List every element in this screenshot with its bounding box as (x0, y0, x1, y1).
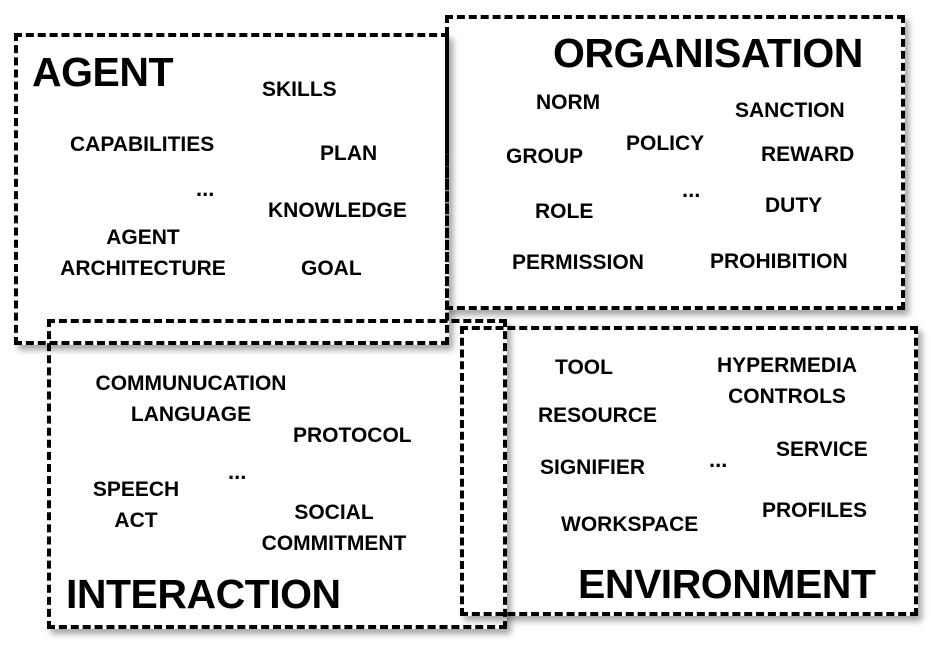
organisation-term-reward: REWARD (761, 143, 855, 166)
organisation-term-norm: NORM (536, 91, 601, 114)
organisation-term-policy: POLICY (626, 132, 705, 155)
organisation-box (445, 15, 905, 310)
environment-term-hypermedia-controls: HYPERMEDIA CONTROLS (705, 350, 869, 412)
interaction-term-protocol: PROTOCOL (293, 424, 412, 447)
agent-term-knowledge: KNOWLEDGE (268, 199, 407, 222)
agent-term-skills: SKILLS (262, 78, 337, 101)
environment-term-resource: RESOURCE (538, 404, 658, 427)
organisation-term-permission: PERMISSION (512, 251, 644, 274)
hypermedia-line2: CONTROLS (728, 385, 846, 408)
environment-term-tool: TOOL (555, 356, 613, 379)
environment-term-workspace: WORKSPACE (561, 513, 699, 536)
agent-title: AGENT (32, 49, 174, 95)
organisation-title: ORGANISATION (553, 30, 863, 76)
speech-act-line2: ACT (114, 509, 158, 532)
hypermedia-line1: HYPERMEDIA (716, 354, 858, 377)
interaction-term-speech-act: SPEECH ACT (86, 474, 186, 536)
interaction-title: INTERACTION (66, 571, 341, 617)
agent-architecture-line1: AGENT (106, 226, 180, 249)
communication-line2: LANGUAGE (130, 403, 252, 426)
environment-term-signifier: SIGNIFIER (540, 456, 646, 479)
social-commitment-line1: SOCIAL (294, 501, 374, 524)
agent-architecture-line2: ARCHITECTURE (60, 257, 226, 280)
organisation-ellipsis: ... (682, 177, 701, 202)
environment-box (460, 326, 918, 616)
agent-ellipsis: ... (196, 176, 215, 201)
interaction-term-communication-language: COMMUNUCATION LANGUAGE (78, 368, 304, 430)
environment-title: ENVIRONMENT (578, 561, 876, 607)
organisation-term-duty: DUTY (765, 194, 823, 217)
environment-term-profiles: PROFILES (762, 499, 868, 522)
environment-term-service: SERVICE (776, 438, 868, 461)
organisation-term-sanction: SANCTION (735, 99, 845, 122)
communication-line1: COMMUNUCATION (95, 372, 287, 395)
agent-term-goal: GOAL (301, 257, 362, 280)
organisation-term-role: ROLE (535, 200, 594, 223)
interaction-term-social-commitment: SOCIAL COMMITMENT (249, 497, 419, 559)
agent-term-plan: PLAN (320, 142, 378, 165)
environment-ellipsis: ... (709, 447, 728, 472)
speech-act-line1: SPEECH (92, 478, 180, 501)
agent-term-capabilities: CAPABILITIES (70, 133, 215, 156)
interaction-ellipsis: ... (228, 459, 247, 484)
organisation-term-prohibition: PROHIBITION (710, 250, 848, 273)
agent-term-agent-architecture: AGENT ARCHITECTURE (50, 222, 236, 284)
social-commitment-line2: COMMITMENT (261, 532, 407, 555)
organisation-term-group: GROUP (506, 145, 584, 168)
interaction-box (47, 319, 507, 629)
